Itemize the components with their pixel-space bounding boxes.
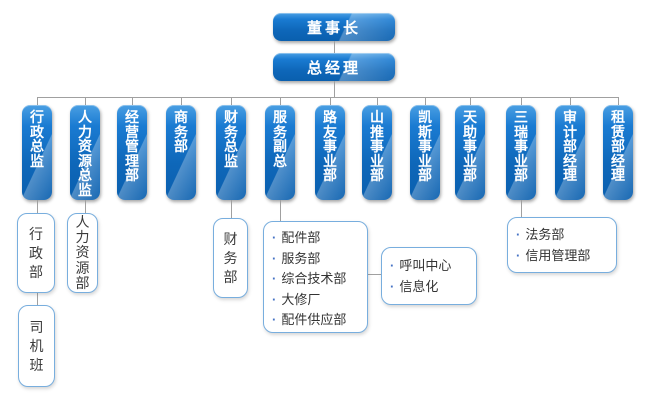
box-driver-team: 司机班 xyxy=(18,305,55,387)
general-manager-label: 总经理 xyxy=(306,59,361,77)
connector-chairman-gm xyxy=(334,41,335,53)
box-label: 司机班 xyxy=(29,318,44,373)
column-label: 服务副总 xyxy=(273,109,287,169)
connector-stub xyxy=(280,200,281,221)
list-item: 信用管理部 xyxy=(514,246,612,267)
connector-stub xyxy=(37,293,38,305)
org-column-admin-director: 行政总监 xyxy=(22,105,52,200)
org-column-service-vp: 服务副总 xyxy=(265,105,295,200)
list-item: 信息化 xyxy=(388,277,472,298)
service-dept-list: 配件部 服务部 综合技术部 大修厂 配件供应部 xyxy=(270,228,363,331)
org-column-operations-mgmt: 经营管理部 xyxy=(117,105,147,200)
column-label: 租赁部经理 xyxy=(611,109,625,184)
column-label: 商务部 xyxy=(174,109,188,155)
connector-stub xyxy=(521,200,522,217)
column-label: 人力资源总监 xyxy=(78,109,92,198)
connector-stub xyxy=(85,200,86,213)
box-admin-dept: 行政部 xyxy=(17,213,55,293)
column-label: 山推事业部 xyxy=(370,109,384,184)
connector-stub xyxy=(231,200,232,218)
list-service-depts: 配件部 服务部 综合技术部 大修厂 配件供应部 xyxy=(263,221,368,333)
org-column-sanrui-division: 三瑞事业部 xyxy=(506,105,536,200)
call-center-list: 呼叫中心 信息化 xyxy=(388,256,472,297)
connector-stub xyxy=(132,97,133,105)
org-column-shantui-division: 山推事业部 xyxy=(362,105,392,200)
column-label: 天助事业部 xyxy=(463,109,477,184)
legal-dept-list: 法务部 信用管理部 xyxy=(514,225,612,266)
org-column-tianzhu-division: 天助事业部 xyxy=(455,105,485,200)
connector-stub xyxy=(521,97,522,105)
list-item: 配件部 xyxy=(270,228,363,249)
connector-stub xyxy=(618,97,619,105)
connector-stub xyxy=(280,97,281,105)
box-label: 行政部 xyxy=(29,225,43,280)
box-label: 财务部 xyxy=(223,230,238,285)
org-column-luyou-division: 路友事业部 xyxy=(315,105,345,200)
connector-stub xyxy=(37,200,38,213)
org-column-finance-director: 财务总监 xyxy=(216,105,246,200)
column-label: 凯斯事业部 xyxy=(418,109,432,184)
box-hr-dept: 人力资源部 xyxy=(67,213,98,293)
org-column-leasing-manager: 租赁部经理 xyxy=(603,105,633,200)
connector-gm-rail xyxy=(334,81,335,97)
connector-stub xyxy=(85,97,86,105)
list-call-center: 呼叫中心 信息化 xyxy=(381,247,477,305)
list-item: 综合技术部 xyxy=(270,269,363,290)
connector-stub xyxy=(181,97,182,105)
connector-service-callcenter xyxy=(368,274,381,275)
connector-stub xyxy=(37,97,38,105)
column-label: 经营管理部 xyxy=(125,109,139,184)
column-label: 审计部经理 xyxy=(563,109,577,184)
list-item: 服务部 xyxy=(270,249,363,270)
org-box-general-manager: 总经理 xyxy=(273,53,395,81)
connector-stub xyxy=(470,97,471,105)
connector-stub xyxy=(330,97,331,105)
connector-stub xyxy=(377,97,378,105)
list-item: 法务部 xyxy=(514,225,612,246)
column-label: 行政总监 xyxy=(30,109,44,169)
connector-rail xyxy=(37,97,618,98)
org-box-chairman: 董事长 xyxy=(273,13,395,41)
list-item: 呼叫中心 xyxy=(388,256,472,277)
org-column-commerce-dept: 商务部 xyxy=(166,105,196,200)
list-legal-depts: 法务部 信用管理部 xyxy=(507,217,617,273)
box-label: 人力资源部 xyxy=(75,213,90,291)
column-label: 路友事业部 xyxy=(323,109,337,184)
chairman-label: 董事长 xyxy=(306,19,361,37)
box-finance-dept: 财务部 xyxy=(213,218,248,298)
org-column-kaisi-division: 凯斯事业部 xyxy=(410,105,440,200)
list-item: 大修厂 xyxy=(270,290,363,311)
connector-stub xyxy=(425,97,426,105)
org-column-audit-manager: 审计部经理 xyxy=(555,105,585,200)
connector-stub xyxy=(231,97,232,105)
column-label: 财务总监 xyxy=(224,109,238,169)
list-item: 配件供应部 xyxy=(270,310,363,331)
column-label: 三瑞事业部 xyxy=(514,109,528,184)
connector-stub xyxy=(570,97,571,105)
org-column-hr-director: 人力资源总监 xyxy=(70,105,100,200)
